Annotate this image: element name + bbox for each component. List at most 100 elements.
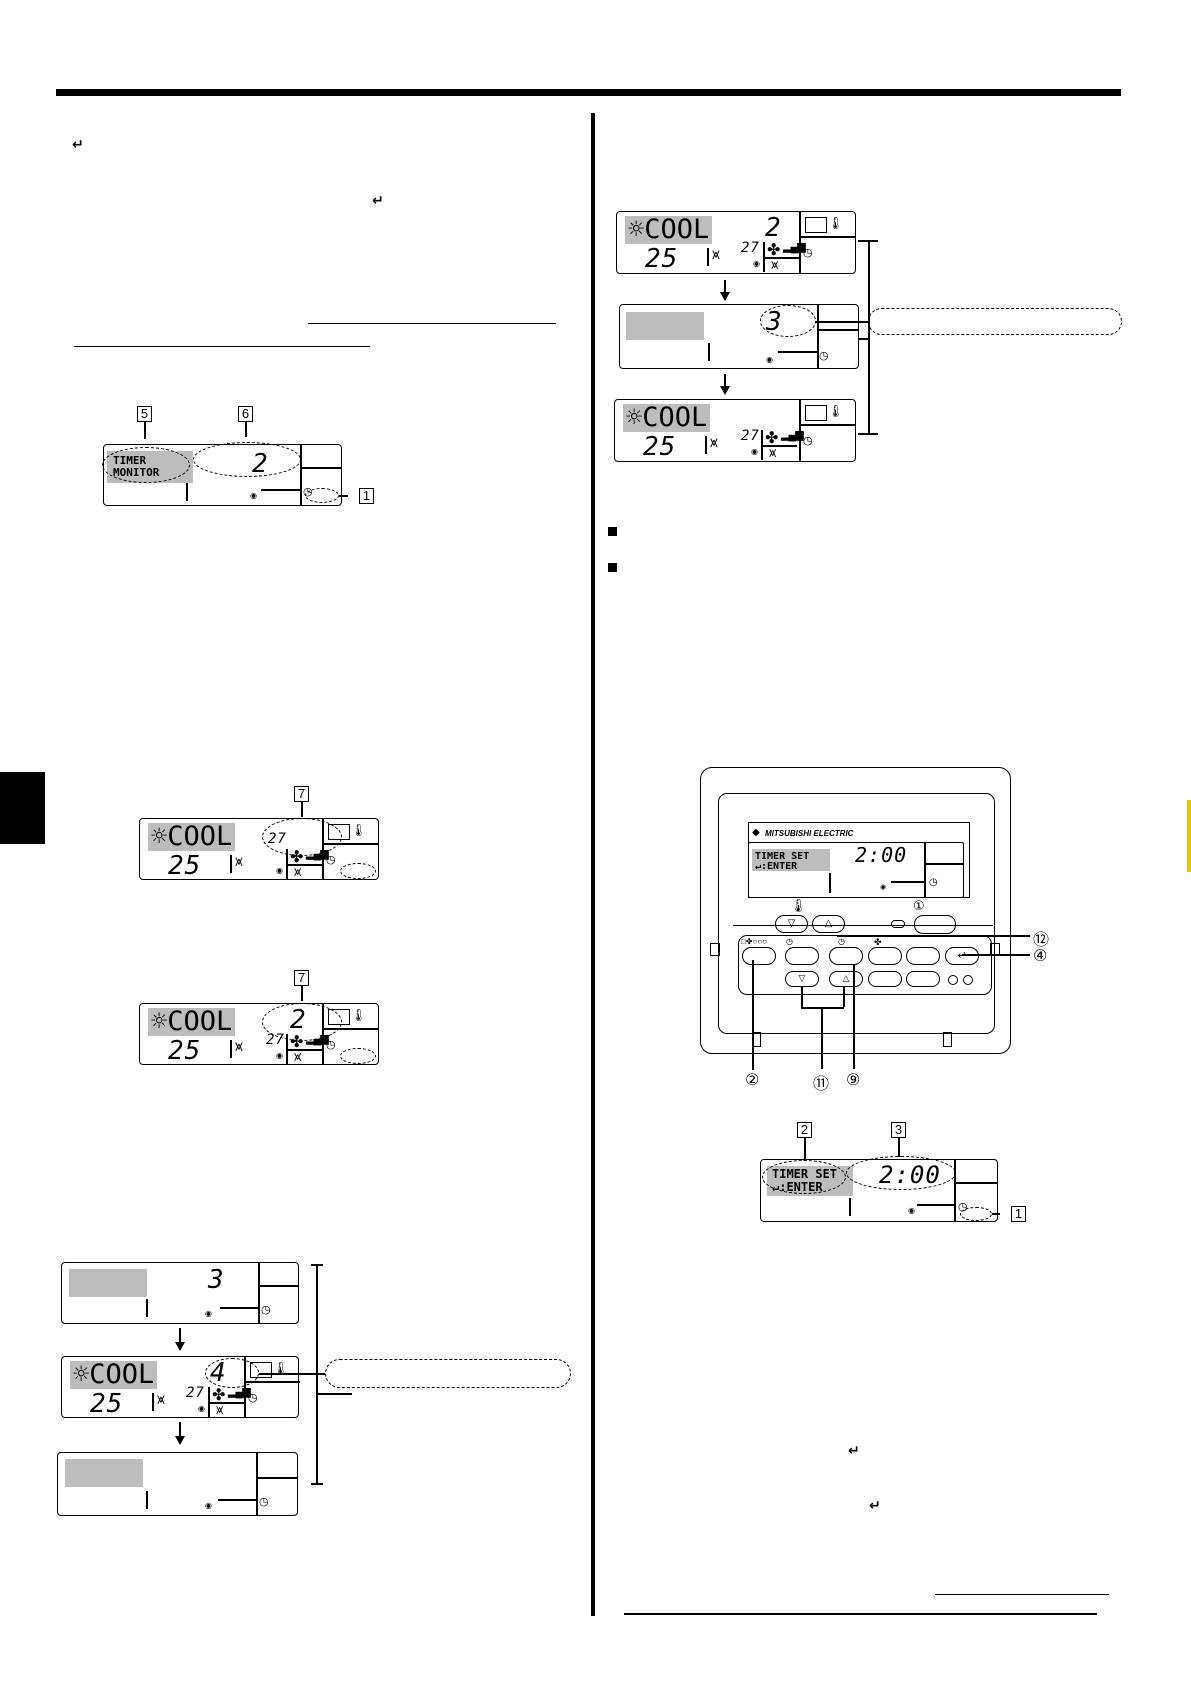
airflow-icon: ⩙: [710, 434, 718, 450]
leader-line: [837, 935, 1030, 937]
lcd-divider: [220, 1307, 258, 1309]
clock-icon: ◷: [929, 877, 938, 888]
leader-line: [804, 1137, 806, 1159]
timer-on-off-button[interactable]: [829, 947, 863, 965]
right-sequence-lcd-mid: 3 ◉ ◷: [619, 304, 859, 369]
bracket: [316, 1393, 352, 1395]
right-sequence-lcd-bottom: ☼COOL 25 ⩙ 27 ✤ ▂▄▆ ⩙ ◉ 🌡 ◷: [614, 399, 856, 462]
check-button[interactable]: [963, 975, 973, 985]
clip-right: [943, 1032, 952, 1047]
sequence-arrow: [179, 1328, 181, 1344]
lcd-divider: [152, 1393, 154, 1411]
enter-symbol: ↵: [869, 1497, 881, 1513]
sequence-arrow-head: [720, 386, 730, 395]
mode-indicator: ☼COOL: [623, 404, 711, 432]
on-off-button[interactable]: [914, 915, 956, 934]
sensor-icon: ◉: [250, 491, 257, 500]
mode-indicator: ☼COOL: [148, 823, 236, 851]
lcd-divider: [256, 1477, 297, 1479]
chapter-tab: [0, 772, 45, 844]
callout-number: ②: [745, 1072, 760, 1089]
cool-lcd: ☼COOL 25 ⩙ 27 2 ✤ ▂▄▆ ⩙ ◉ 🌡 ◷: [139, 1003, 379, 1066]
leader-line: [752, 960, 754, 1070]
lcd-divider: [829, 873, 831, 893]
callout-pill: [325, 1359, 571, 1388]
time-up-button[interactable]: △: [829, 971, 863, 987]
lcd-divider: [891, 881, 924, 883]
leader-line: [301, 985, 303, 1001]
fan-speed-button[interactable]: [868, 947, 902, 965]
leader-line: [898, 1137, 900, 1157]
lcd-divider: [817, 329, 858, 331]
callout-label: 7: [294, 970, 309, 986]
thermometer-icon: 🌡: [351, 823, 367, 837]
vane-button[interactable]: [906, 947, 940, 965]
sequence-lcd-top: 3 ◉ ◷: [61, 1262, 299, 1324]
mitsubishi-logo-icon: ◆: [752, 827, 760, 838]
timer-menu-button[interactable]: [785, 947, 819, 965]
leader-line: [801, 1007, 844, 1009]
leader-line: [816, 321, 868, 323]
panel-divider: [733, 925, 993, 927]
lcd-divider: [258, 1285, 298, 1287]
highlight-ellipse: [262, 1003, 342, 1041]
sensor-icon: ◉: [198, 1404, 205, 1413]
set-enter-button[interactable]: ↵: [945, 947, 979, 965]
leader-line: [992, 1213, 1000, 1215]
mode-highlight: [752, 849, 830, 871]
sensor-icon: ◉: [276, 1051, 283, 1060]
mode-highlight: [65, 1459, 143, 1487]
set-temperature: 25: [168, 851, 202, 881]
time-down-button[interactable]: ▽: [785, 971, 819, 987]
airflow-icon: ⩙: [235, 1038, 243, 1054]
hinge-left: [710, 943, 720, 956]
mode-indicator: ☼COOL: [148, 1008, 236, 1036]
temp-up-button[interactable]: △: [812, 915, 845, 933]
column-divider: [591, 113, 595, 1616]
lcd-divider: [146, 1491, 148, 1509]
louver-button[interactable]: [868, 971, 902, 987]
thermometer-icon: 🌡: [273, 1361, 289, 1375]
room-temperature: 27: [741, 428, 760, 444]
temp-down-button[interactable]: ▽: [775, 915, 808, 933]
clock-icon: ◷: [259, 1496, 269, 1508]
lcd-divider: [924, 863, 963, 865]
bullet-marker: [608, 563, 617, 572]
lcd-divider: [286, 1049, 322, 1051]
sensor-icon: ◉: [751, 447, 758, 456]
mode-highlight: [69, 1269, 147, 1297]
mode-button[interactable]: [742, 947, 776, 965]
vane-icon: ⩙: [771, 257, 779, 272]
remote-lcd: TIMER SET ↵:ENTER 2:00 ◉ ◷: [748, 842, 964, 898]
remote-controller: [700, 767, 1011, 1054]
fan-icon: ✤: [874, 937, 882, 947]
fan-icon: ✤: [765, 430, 779, 447]
lcd-divider: [258, 1263, 260, 1323]
lcd-line1: TIMER SET: [755, 851, 810, 862]
room-temperature: 27: [186, 1385, 205, 1401]
timer-value: 3: [208, 1265, 225, 1295]
bracket: [858, 338, 868, 340]
lcd-divider: [261, 489, 300, 491]
hinge-right: [990, 943, 1000, 956]
lcd-divider: [705, 436, 707, 454]
clock-icon: ◷: [803, 247, 813, 259]
lcd-divider: [244, 1357, 246, 1417]
lcd-divider: [763, 257, 799, 259]
lcd-divider: [230, 1040, 232, 1058]
clock-icon: ◷: [326, 854, 336, 866]
cool-lcd: ☼COOL 25 ⩙ 27 ✤ ▂▄▆ ⩙ ◉ 🌡 ◷: [139, 818, 379, 881]
sensor-icon: ◉: [753, 259, 760, 268]
clock-icon: ◷: [819, 350, 829, 362]
callout-label: 5: [137, 406, 152, 422]
highlight-ellipse: [846, 1156, 956, 1190]
room-temperature: 27: [741, 240, 760, 256]
right-sequence-lcd-top: ☼COOL 25 ⩙ 27 2 ✤ ▂▄▆ ⩙ ◉ 🌡 ◷: [616, 211, 856, 274]
lcd-line2: ↵:ENTER: [755, 861, 798, 872]
lcd-divider: [799, 236, 855, 238]
airflow-icon: ⩙: [235, 853, 243, 869]
leader-line: [339, 495, 348, 497]
ventilation-button[interactable]: [906, 971, 940, 987]
highlight-ellipse: [760, 305, 816, 337]
test-button[interactable]: [948, 975, 958, 985]
